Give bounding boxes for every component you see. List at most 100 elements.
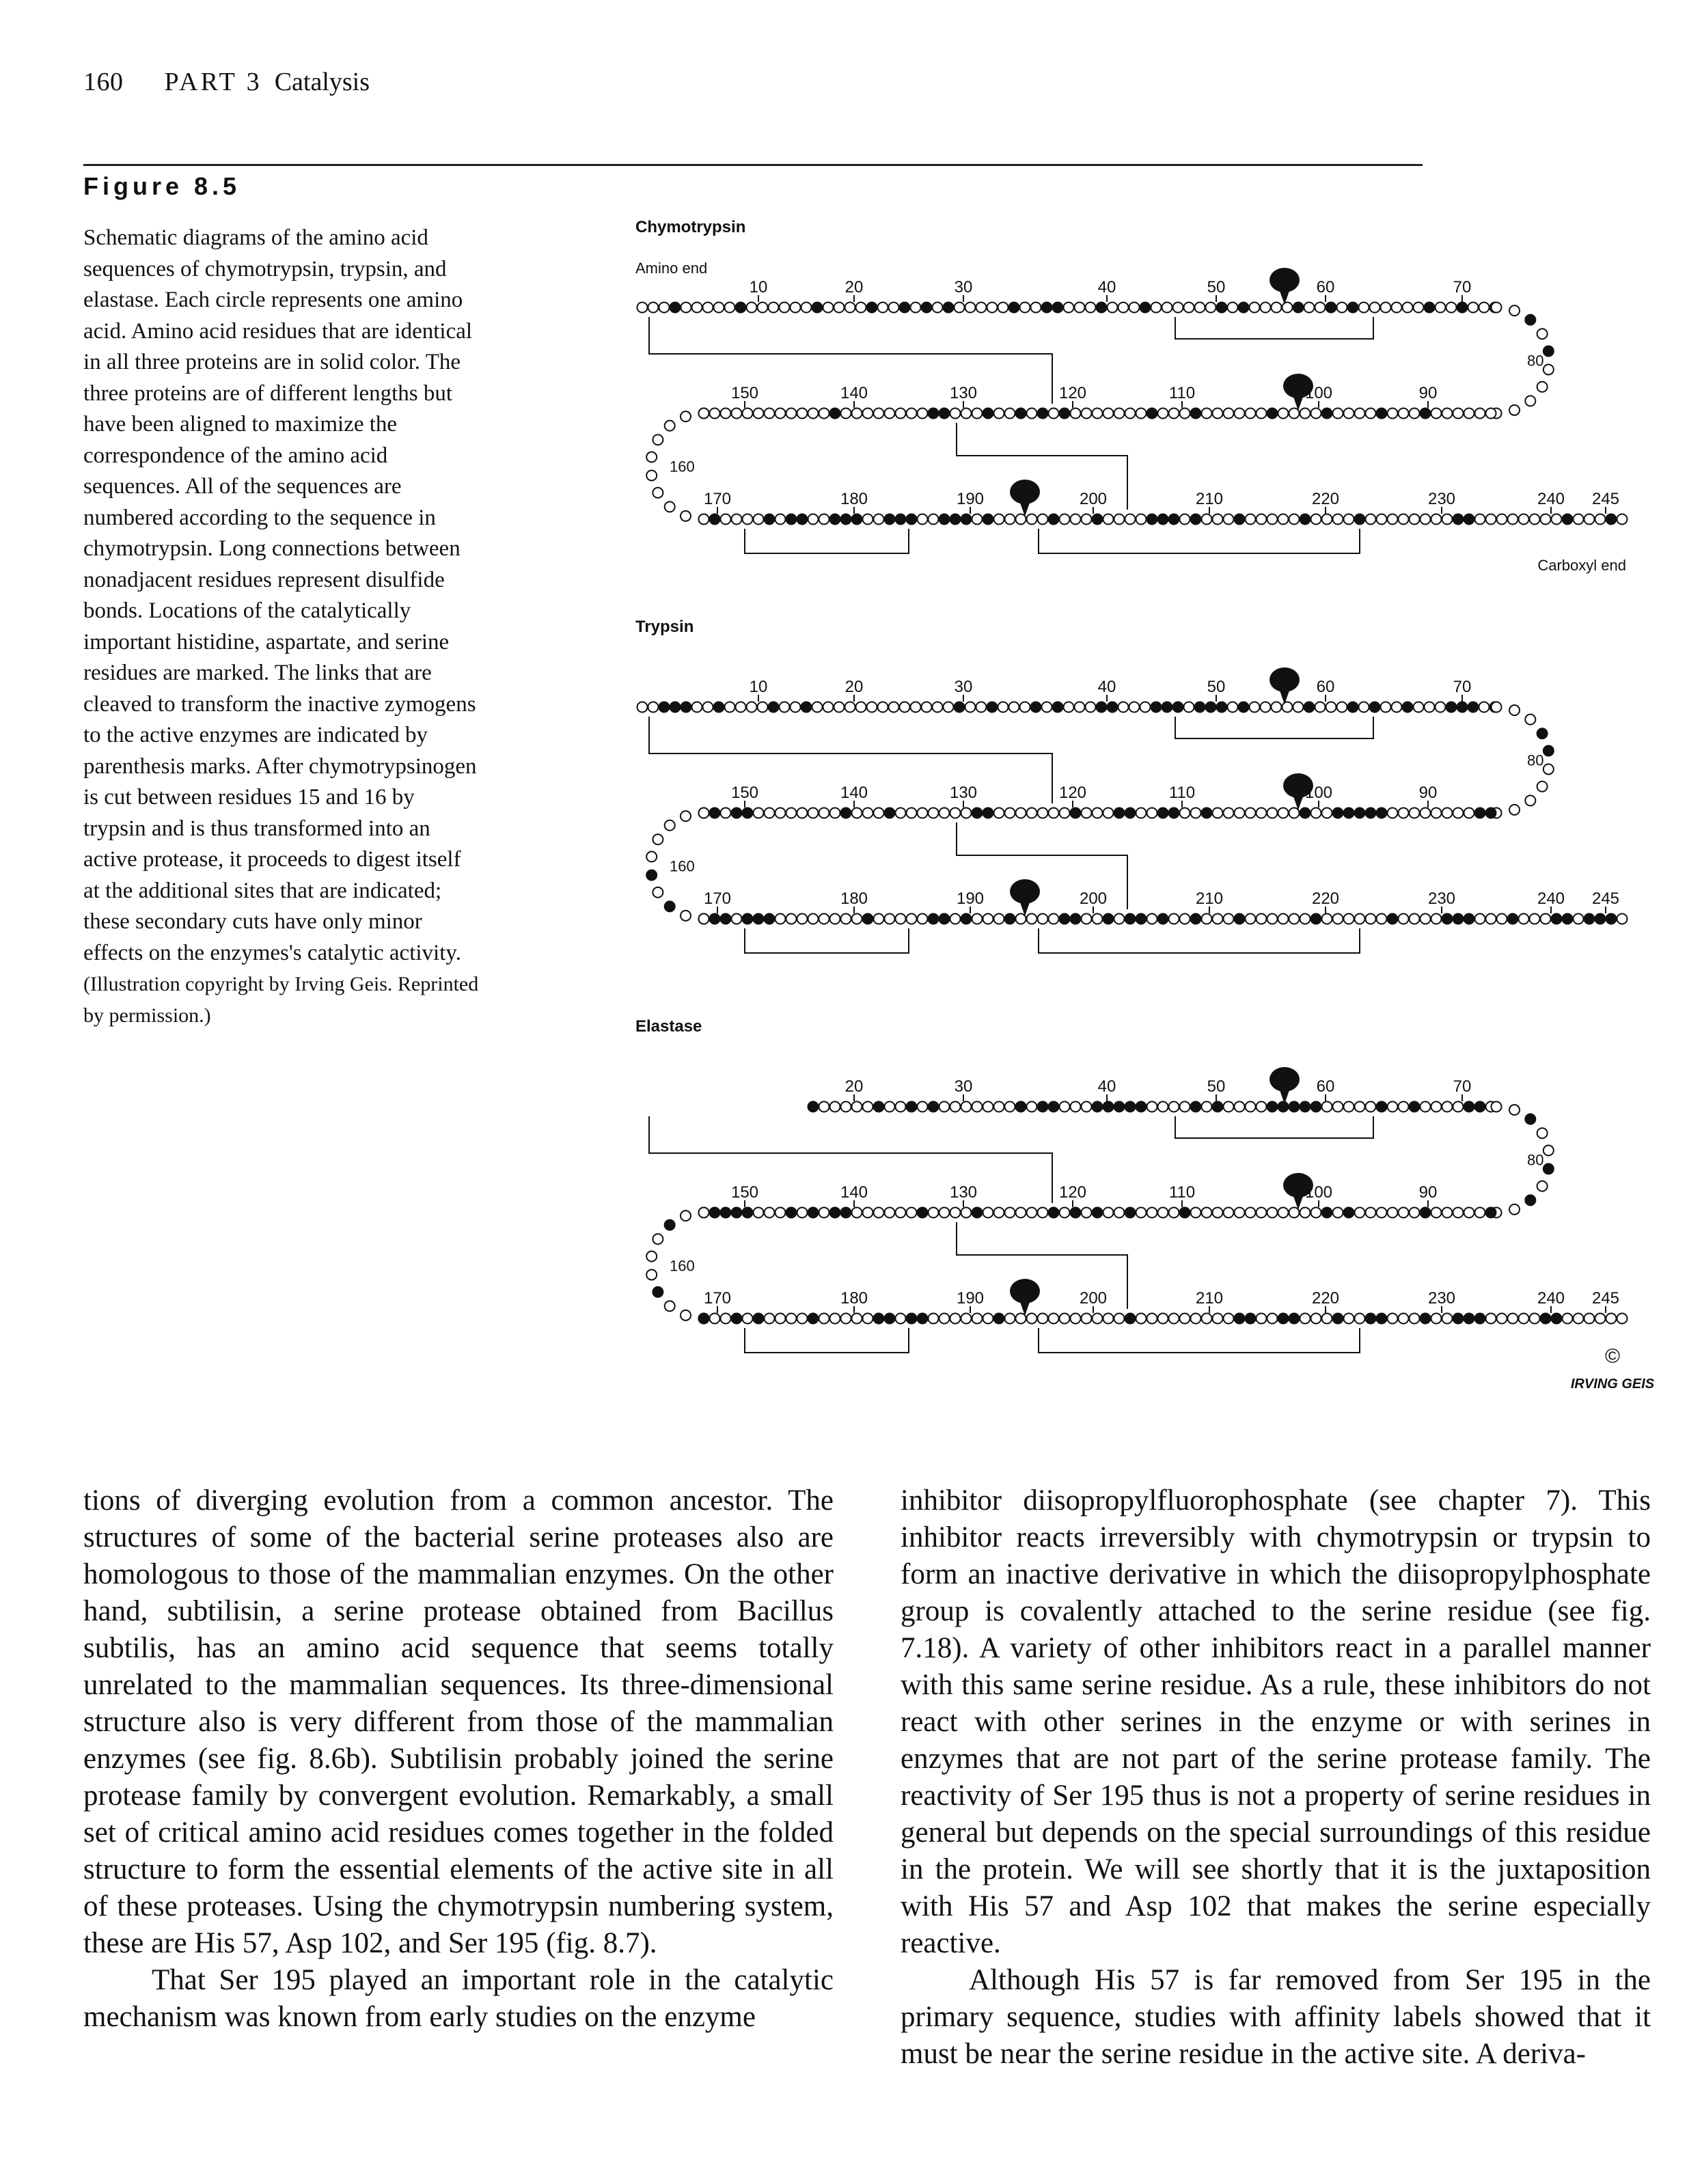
residue bbox=[1347, 701, 1359, 713]
active-site-marker bbox=[1010, 879, 1040, 904]
residue bbox=[1542, 345, 1554, 357]
residue bbox=[1200, 407, 1213, 419]
residue bbox=[785, 807, 797, 819]
residue bbox=[1375, 1206, 1388, 1219]
residue bbox=[1047, 913, 1060, 925]
residue bbox=[1343, 407, 1355, 419]
residue bbox=[1146, 913, 1158, 925]
residue bbox=[862, 1101, 874, 1113]
residue bbox=[1509, 1203, 1521, 1215]
residue bbox=[1561, 513, 1574, 525]
residue-number: 230 bbox=[1428, 889, 1455, 908]
residue bbox=[1299, 913, 1311, 925]
disulfide-bond bbox=[1038, 529, 1360, 554]
residue bbox=[1354, 1206, 1366, 1219]
residue bbox=[1080, 1101, 1093, 1113]
residue bbox=[1408, 807, 1420, 819]
residue bbox=[719, 1312, 732, 1325]
residue bbox=[658, 301, 670, 314]
residue bbox=[1255, 807, 1267, 819]
residue bbox=[938, 1101, 950, 1113]
residue bbox=[1211, 1312, 1224, 1325]
residue bbox=[1430, 1101, 1442, 1113]
residue bbox=[971, 513, 983, 525]
panel-title: Trypsin bbox=[635, 618, 694, 636]
part-title: Catalysis bbox=[274, 68, 370, 96]
residue bbox=[1019, 701, 1031, 713]
residue bbox=[1419, 407, 1431, 419]
residue bbox=[636, 301, 648, 314]
residue bbox=[1419, 807, 1431, 819]
residue bbox=[724, 301, 736, 314]
residue bbox=[1026, 1206, 1038, 1219]
residue bbox=[1026, 1312, 1038, 1325]
residue bbox=[1183, 301, 1195, 314]
body-paragraph: inhibitor diisopropylfluorophosphate (se… bbox=[901, 1484, 1651, 1959]
residue bbox=[1233, 913, 1246, 925]
residue bbox=[652, 833, 664, 846]
caption-text: Schematic diagrams of the amino acid seq… bbox=[83, 225, 477, 965]
residue bbox=[1026, 407, 1038, 419]
residue bbox=[763, 807, 775, 819]
residue bbox=[1343, 1101, 1355, 1113]
residue-number: 50 bbox=[1207, 278, 1226, 296]
residue bbox=[1205, 701, 1217, 713]
active-site-marker bbox=[1010, 480, 1040, 504]
residue bbox=[1194, 301, 1206, 314]
residue bbox=[1106, 301, 1118, 314]
residue bbox=[1113, 407, 1125, 419]
residue bbox=[1102, 1312, 1114, 1325]
residue bbox=[1190, 1312, 1202, 1325]
residue bbox=[796, 1312, 808, 1325]
residue bbox=[971, 1312, 983, 1325]
residue bbox=[898, 701, 911, 713]
residue bbox=[1542, 1144, 1554, 1157]
residue bbox=[829, 1312, 841, 1325]
residue bbox=[1200, 513, 1213, 525]
residue bbox=[1452, 807, 1464, 819]
residue bbox=[818, 1101, 830, 1113]
residue bbox=[927, 1101, 939, 1113]
panel-title: Elastase bbox=[635, 1017, 702, 1036]
residue-number: 40 bbox=[1098, 1077, 1116, 1096]
residue bbox=[975, 701, 987, 713]
residue-number: 230 bbox=[1428, 490, 1455, 508]
residue bbox=[1277, 807, 1289, 819]
residue bbox=[679, 1210, 691, 1222]
residue bbox=[920, 701, 933, 713]
residue bbox=[1255, 1101, 1267, 1113]
residue bbox=[1467, 301, 1479, 314]
residue-number: 90 bbox=[1419, 384, 1438, 402]
residue bbox=[1419, 1312, 1431, 1325]
residue-number: 200 bbox=[1080, 490, 1107, 508]
residue bbox=[851, 913, 863, 925]
residue bbox=[1507, 513, 1519, 525]
residue-number: 20 bbox=[845, 678, 864, 696]
residue bbox=[1150, 301, 1162, 314]
residue bbox=[1310, 513, 1322, 525]
residue bbox=[698, 407, 710, 419]
residue bbox=[1524, 1113, 1537, 1125]
residue bbox=[774, 407, 786, 419]
residue bbox=[1343, 513, 1355, 525]
residue bbox=[796, 1206, 808, 1219]
residue bbox=[964, 701, 976, 713]
residue bbox=[807, 807, 819, 819]
residue bbox=[789, 701, 801, 713]
residue bbox=[1277, 513, 1289, 525]
residue bbox=[862, 807, 874, 819]
residue bbox=[1485, 807, 1497, 819]
residue bbox=[1037, 513, 1049, 525]
residue bbox=[1390, 301, 1403, 314]
residue bbox=[916, 807, 929, 819]
residue bbox=[971, 407, 983, 419]
residue bbox=[877, 701, 889, 713]
residue bbox=[1190, 407, 1202, 419]
residue bbox=[1091, 1206, 1103, 1219]
residue bbox=[905, 513, 918, 525]
residue bbox=[709, 1312, 721, 1325]
residue bbox=[1518, 513, 1530, 525]
residue bbox=[1509, 1104, 1521, 1116]
residue bbox=[752, 807, 765, 819]
residue bbox=[1463, 913, 1475, 925]
